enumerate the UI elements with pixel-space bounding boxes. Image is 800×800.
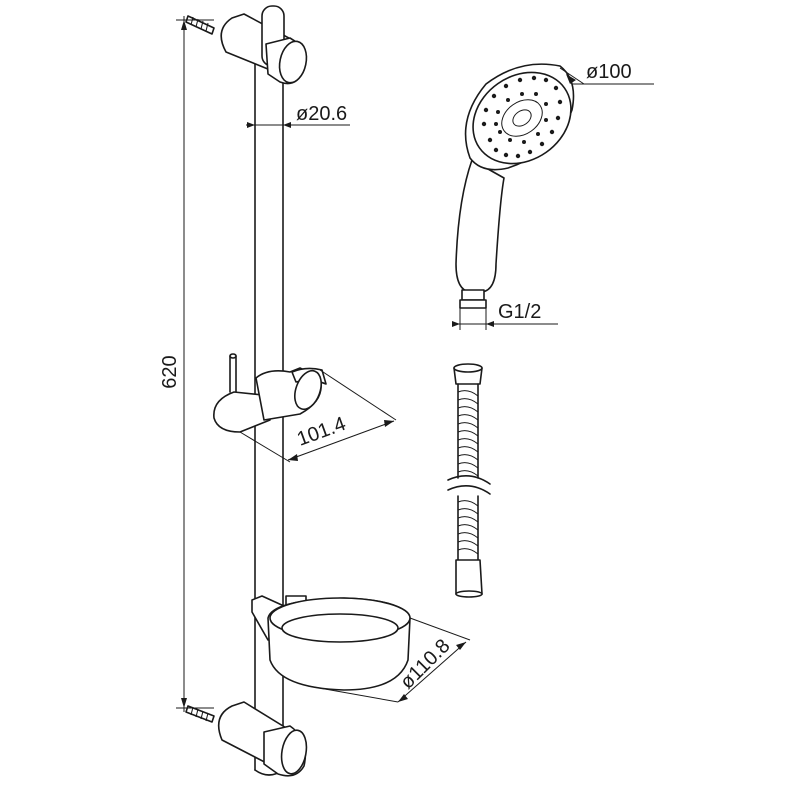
holder-offset-label: 101.4 xyxy=(294,413,349,451)
thread-label: G1/2 xyxy=(498,301,541,323)
rail-diameter-label: ø20.6 xyxy=(296,103,347,125)
thread-dimension xyxy=(452,308,558,330)
head-diameter-dimension xyxy=(559,67,654,85)
rail-diameter-dimension xyxy=(246,122,350,128)
holder-offset-dimension xyxy=(239,369,397,463)
bottom-bracket xyxy=(217,701,308,777)
top-bracket xyxy=(220,5,308,85)
height-dimension xyxy=(176,16,214,712)
soap-dish-dimension xyxy=(307,617,471,703)
hand-shower xyxy=(455,63,575,309)
height-dimension-label: 620 xyxy=(159,355,181,388)
spray-nozzles xyxy=(481,75,563,159)
hose-coils-lower xyxy=(457,500,479,555)
top-wall-screw xyxy=(185,15,215,35)
hose-coils-upper xyxy=(457,390,479,477)
soap-dish xyxy=(251,595,411,691)
slider-holder xyxy=(213,353,327,433)
head-diameter-label: ø100 xyxy=(586,61,632,83)
shower-hose xyxy=(447,363,491,598)
bottom-wall-screw xyxy=(185,705,215,723)
